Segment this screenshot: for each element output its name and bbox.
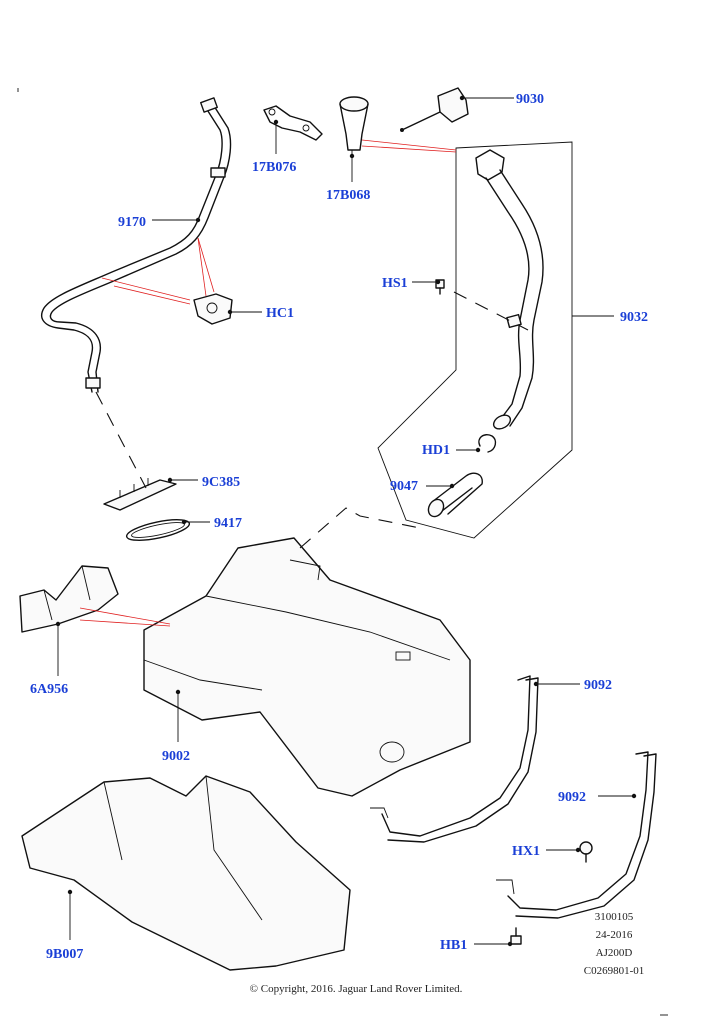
- copyright-notice: © Copyright, 2016. Jaguar Land Rover Lim…: [250, 983, 463, 995]
- part-HC1-valve[interactable]: [193, 293, 233, 325]
- part-9032-filler-pipe[interactable]: [475, 149, 544, 432]
- part-HB1-bolt[interactable]: [510, 927, 522, 945]
- part-9030-filler-cap[interactable]: [400, 87, 469, 132]
- callout-labels: 9030 17B076 17B068 9170 HS1 HC1 9032 HD1…: [30, 92, 648, 962]
- callout-9032[interactable]: 9032: [620, 310, 648, 325]
- part-HX1-clip[interactable]: [579, 841, 593, 863]
- callout-9092-upper[interactable]: 9092: [584, 678, 612, 693]
- callout-HX1[interactable]: HX1: [512, 844, 540, 859]
- callout-9170[interactable]: 9170: [118, 215, 146, 230]
- reference-block: 3100105 24-2016 AJ200D C0269801-01: [584, 911, 645, 977]
- callout-6A956[interactable]: 6A956: [30, 682, 68, 697]
- part-6A956-heat-shield[interactable]: [19, 565, 119, 633]
- red-indicator-lines: [79, 139, 457, 627]
- part-9B007-under-shield[interactable]: [21, 775, 351, 971]
- assembly-dash-lines: [95, 291, 529, 549]
- part-9417-seal[interactable]: [125, 516, 191, 545]
- part-9047-hose[interactable]: [425, 472, 483, 519]
- part-9092-strap-lower[interactable]: [496, 751, 657, 919]
- callout-HD1[interactable]: HD1: [422, 443, 450, 458]
- callout-17B076[interactable]: 17B076: [252, 160, 296, 175]
- ref-line-3: AJ200D: [596, 947, 633, 959]
- callout-HB1[interactable]: HB1: [440, 938, 467, 953]
- part-HS1-screw[interactable]: [435, 279, 445, 295]
- group-frame-9032: [377, 141, 573, 539]
- part-9C385-flange-plate[interactable]: [103, 478, 177, 511]
- callout-9030[interactable]: 9030: [516, 92, 544, 107]
- callout-9092-lower[interactable]: 9092: [558, 790, 586, 805]
- callout-9047[interactable]: 9047: [390, 479, 418, 494]
- part-9002-fuel-tank[interactable]: [143, 537, 471, 797]
- part-9092-strap-upper[interactable]: [370, 675, 539, 843]
- part-9170-vent-hose[interactable]: [40, 97, 232, 393]
- part-17B068-funnel[interactable]: [339, 96, 369, 156]
- callout-9002[interactable]: 9002: [162, 749, 190, 764]
- part-17B076-sensor[interactable]: [263, 105, 323, 141]
- callout-9417[interactable]: 9417: [214, 516, 242, 531]
- callout-17B068[interactable]: 17B068: [326, 188, 370, 203]
- part-HD1-clamp[interactable]: [478, 434, 497, 453]
- ref-line-1: 3100105: [595, 911, 634, 923]
- callout-9C385[interactable]: 9C385: [202, 475, 240, 490]
- leader-lines: [55, 95, 637, 947]
- ref-line-2: 24-2016: [596, 929, 633, 941]
- ref-line-4: C0269801-01: [584, 965, 645, 977]
- callout-HC1[interactable]: HC1: [266, 306, 294, 321]
- callout-9B007[interactable]: 9B007: [46, 947, 83, 962]
- corner-marks: [17, 88, 668, 1016]
- callout-HS1[interactable]: HS1: [382, 276, 408, 291]
